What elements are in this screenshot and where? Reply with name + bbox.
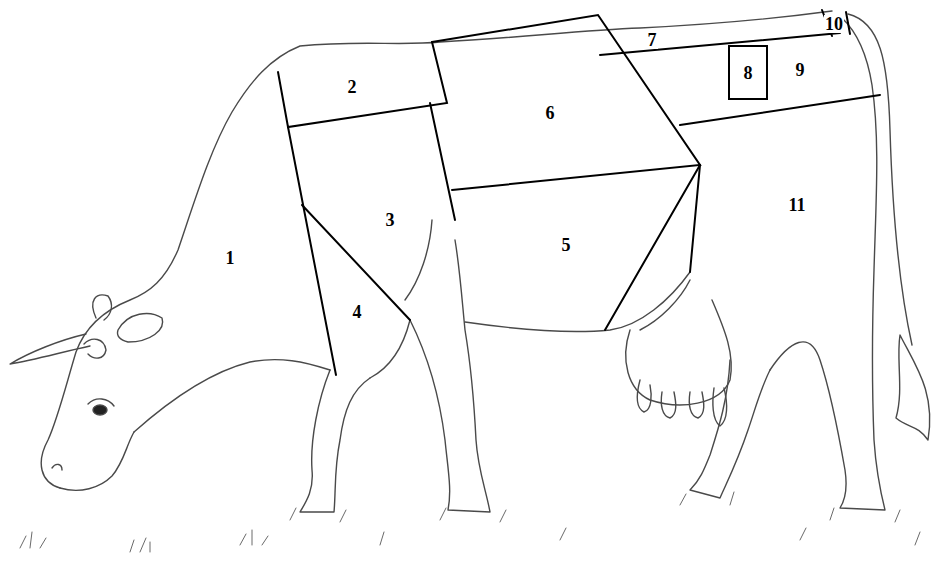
callout-number: 3 xyxy=(385,211,396,229)
callout-number: 10 xyxy=(824,15,844,33)
callout-number: 4 xyxy=(352,303,363,321)
grass xyxy=(20,492,920,552)
callout-number: 11 xyxy=(787,196,806,214)
callout-number: 5 xyxy=(561,236,572,254)
region-box: 8 xyxy=(728,45,768,100)
cut-lines xyxy=(278,10,880,375)
callout-number: 6 xyxy=(545,104,556,122)
callout-number: 2 xyxy=(347,78,358,96)
callout-number: 1 xyxy=(225,249,236,267)
callout-number: 7 xyxy=(647,31,658,49)
callout-number: 8 xyxy=(744,64,753,82)
cow-outline xyxy=(10,11,930,512)
callout-number: 9 xyxy=(795,61,806,79)
